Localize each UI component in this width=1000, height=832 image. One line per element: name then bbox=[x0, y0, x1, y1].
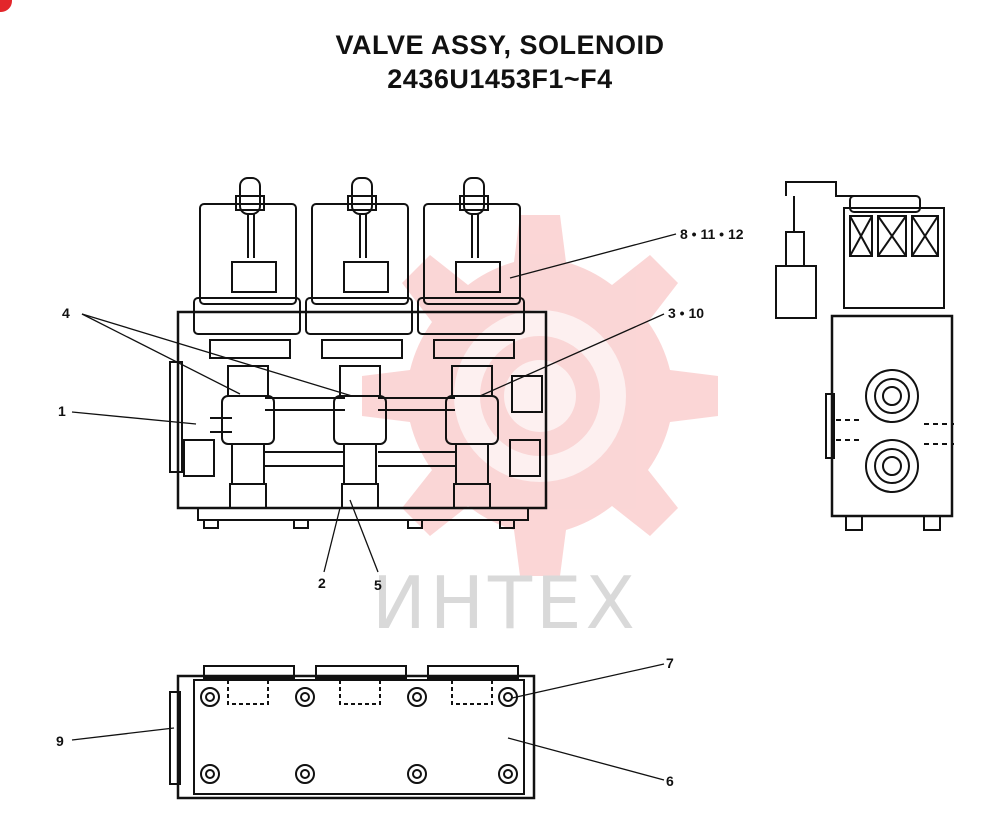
callout-2: 2 bbox=[318, 575, 326, 591]
watermark-text: ИНТЕХ bbox=[372, 561, 639, 645]
title-line-1: VALVE ASSY, SOLENOID bbox=[335, 30, 665, 60]
callout-3-10: 3 • 10 bbox=[668, 305, 704, 321]
callout-8-11-12: 8 • 11 • 12 bbox=[680, 226, 744, 242]
callout-7: 7 bbox=[666, 655, 674, 671]
callout-1: 1 bbox=[58, 403, 66, 419]
callout-9: 9 bbox=[56, 733, 64, 749]
title-block: VALVE ASSY, SOLENOID 2436U1453F1~F4 bbox=[0, 28, 1000, 96]
side-view bbox=[775, 181, 954, 531]
watermark: ИНТЕХ bbox=[362, 215, 718, 645]
leader-lines bbox=[71, 233, 677, 781]
front-view bbox=[169, 177, 548, 529]
callout-6: 6 bbox=[666, 773, 674, 789]
title-line-2: 2436U1453F1~F4 bbox=[387, 64, 613, 94]
solenoid-unit-2 bbox=[305, 177, 413, 509]
callout-4: 4 bbox=[62, 305, 70, 321]
bottom-view bbox=[169, 665, 536, 800]
solenoid-unit-3 bbox=[417, 177, 525, 509]
gear-logo-icon bbox=[362, 215, 718, 576]
callout-5: 5 bbox=[374, 577, 382, 593]
solenoid-unit-1 bbox=[193, 177, 301, 509]
callout-labels: 4 1 8 • 11 • 12 3 • 10 2 5 7 9 6 bbox=[56, 226, 744, 789]
